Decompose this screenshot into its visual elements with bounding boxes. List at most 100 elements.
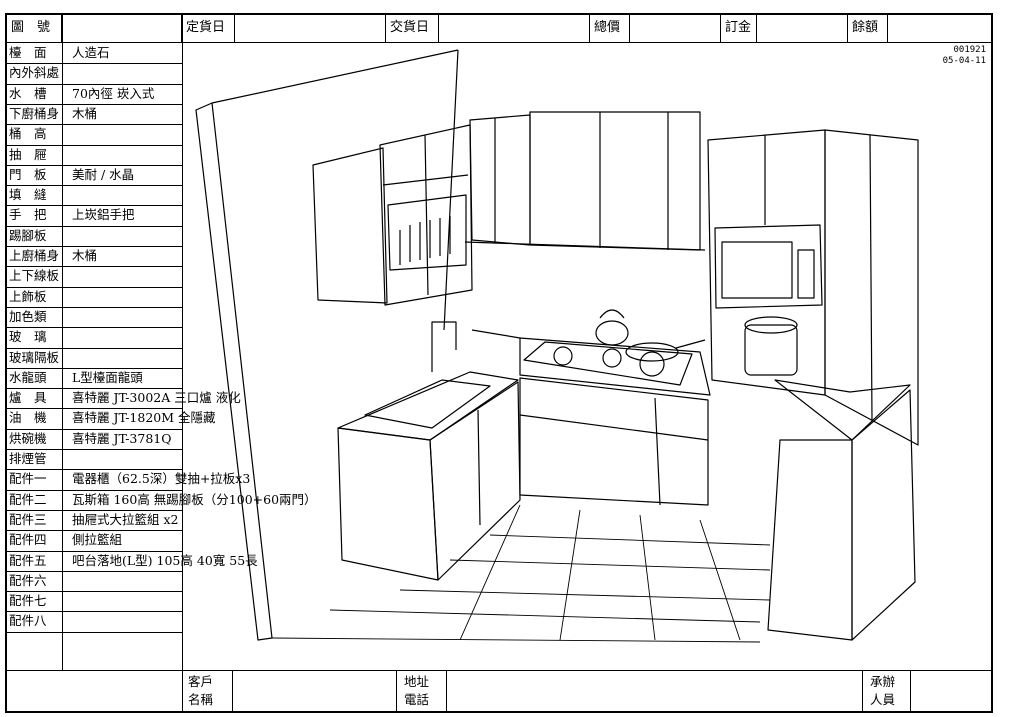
spec-value: 人造石 <box>72 45 110 60</box>
total-price-value <box>630 13 721 43</box>
kettle <box>595 309 629 346</box>
spec-value: 70內徑 崁入式 <box>72 85 155 101</box>
spec-label: 排煙管 <box>9 451 47 466</box>
fixed-date-label: 定貨日 <box>182 13 235 43</box>
spec-row-divider <box>5 246 182 247</box>
upper-cabinet-left <box>312 124 473 306</box>
spec-row-divider <box>5 570 182 572</box>
spec-label: 上下線板 <box>9 268 60 284</box>
spec-label: 爐 具 <box>9 390 47 406</box>
spec-label: 配件二 <box>9 491 47 507</box>
spec-row-divider <box>5 449 182 450</box>
footer-divider-2 <box>396 670 397 713</box>
spec-row-divider <box>5 306 182 308</box>
spec-label: 玻 璃 <box>9 329 47 345</box>
drawing-code: 001921 05-04-11 <box>943 45 986 67</box>
spec-label: 填 縫 <box>9 187 47 203</box>
spec-row-divider <box>5 469 182 471</box>
footer-divider-1 <box>232 670 233 713</box>
spec-label: 手 把 <box>9 207 47 223</box>
spec-row-divider <box>5 124 182 126</box>
left-wall <box>195 49 459 641</box>
drawing-code-date: 05-04-11 <box>942 56 986 66</box>
spec-row-divider <box>5 611 182 613</box>
spec-label: 檯 面 <box>9 45 47 60</box>
spec-row-divider <box>5 327 182 329</box>
tall-appliance-cabinet <box>707 129 919 446</box>
spec-label: 配件三 <box>9 511 47 527</box>
spec-value: 抽屜式大拉籃組 x2 <box>72 511 179 527</box>
frying-pan <box>625 339 706 362</box>
spec-label: 水 槽 <box>9 85 47 101</box>
drawing-no-value <box>62 13 182 43</box>
spec-value: L型檯面龍頭 <box>72 369 143 385</box>
spec-value: 木桶 <box>72 248 98 263</box>
spec-value: 側拉籃組 <box>72 532 123 548</box>
footer-divider-4 <box>862 670 863 713</box>
spec-row-divider <box>5 103 182 105</box>
spec-label: 抽 屜 <box>9 146 47 162</box>
footer-divider-3 <box>446 670 447 713</box>
spec-label: 配件七 <box>9 593 47 609</box>
faucet <box>431 321 457 372</box>
back-wall <box>464 241 706 339</box>
spec-row-divider <box>5 550 182 552</box>
header-divider <box>5 42 993 43</box>
spec-row-divider <box>5 408 182 410</box>
spec-row-divider <box>5 63 182 65</box>
spec-label: 玻璃隔板 <box>9 349 60 365</box>
handler-label-line2: 人員 <box>870 692 896 707</box>
spec-value: 木桶 <box>72 105 98 121</box>
spec-label: 踢腳板 <box>9 227 47 243</box>
spec-label: 配件五 <box>9 552 47 568</box>
spec-row-divider <box>5 144 182 146</box>
spec-row-divider <box>5 347 182 349</box>
delivery-date-label: 交貨日 <box>386 13 439 43</box>
footer-divider-5 <box>910 670 911 713</box>
label-column-divider <box>62 13 63 670</box>
spec-label: 下廚桶身 <box>9 105 60 121</box>
spec-value: 喜特麗 JT-1820M 全隱藏 <box>72 410 216 426</box>
spec-value: 喜特麗 JT-3781Q <box>72 430 172 446</box>
delivery-date-value <box>439 13 590 43</box>
floor-tiles <box>271 504 771 643</box>
spec-label: 上飾板 <box>9 288 47 304</box>
spec-label: 內外斜處 <box>9 65 60 81</box>
spec-label: 油 機 <box>9 410 47 426</box>
customer-name-label: 客戶 名稱 <box>188 673 213 709</box>
spec-label: 烘碗機 <box>9 430 47 446</box>
spec-label: 配件八 <box>9 613 47 629</box>
spec-value: 吧台落地(L型) 105高 40寬 55長 <box>72 552 258 568</box>
spec-label: 加色類 <box>9 308 47 324</box>
spec-row-divider <box>5 225 182 227</box>
spec-row-divider <box>5 367 182 369</box>
gas-hob <box>523 341 693 386</box>
spec-row-divider <box>5 185 182 187</box>
customer-label-line1: 客戶 <box>188 674 214 689</box>
spec-column-divider <box>182 13 183 713</box>
spec-row-divider <box>5 591 182 593</box>
bar-counter <box>767 379 916 641</box>
spec-label: 桶 高 <box>9 126 47 142</box>
spec-value: 電器櫃（62.5深）雙抽+拉板x3 <box>72 471 251 487</box>
address-phone-label: 地址 電話 <box>404 673 429 709</box>
customer-label-line2: 名稱 <box>188 692 214 707</box>
rice-cooker <box>744 316 798 376</box>
spec-row-divider <box>5 509 182 511</box>
spec-row-divider <box>5 83 182 85</box>
spec-label: 上廚桶身 <box>9 248 60 263</box>
handler-label-line1: 承辦 <box>870 674 896 689</box>
total-price-label: 總價 <box>590 13 630 43</box>
spec-row-divider <box>5 388 182 390</box>
drawing-no-label: 圖 號 <box>7 13 62 43</box>
spec-row-divider <box>5 530 182 532</box>
spec-label: 配件一 <box>9 471 47 487</box>
spec-row-divider <box>5 489 182 491</box>
spec-label: 配件四 <box>9 532 47 548</box>
spec-row-divider <box>5 631 182 633</box>
handler-label: 承辦 人員 <box>870 673 895 709</box>
address-label-line1: 地址 <box>404 674 430 689</box>
spec-row-divider <box>5 164 182 166</box>
spec-label: 配件六 <box>9 572 47 588</box>
